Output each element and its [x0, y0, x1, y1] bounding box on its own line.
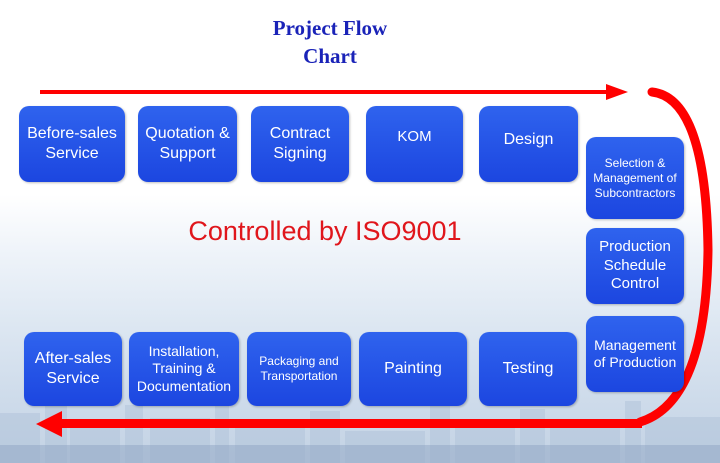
step-after-sales-service: After-sales Service	[24, 332, 122, 406]
step-quotation-support: Quotation & Support	[138, 106, 237, 182]
step-management-of-production: Management of Production	[586, 316, 684, 392]
step-selection-subcontractors: Selection & Management of Subcontractors	[586, 137, 684, 219]
right-curve-arrow	[635, 87, 713, 427]
step-contract-signing: Contract Signing	[251, 106, 349, 182]
title-line-1: Project Flow	[272, 16, 388, 40]
title-line-2: Chart	[303, 44, 357, 68]
step-design: Design	[479, 106, 578, 182]
iso-control-label: Controlled by ISO9001	[188, 216, 462, 246]
page-title: Project Flow Chart	[230, 14, 430, 70]
step-production-schedule-control: Production Schedule Control	[586, 228, 684, 304]
bottom-arrow-head	[36, 411, 62, 437]
step-kom: KOM	[366, 106, 463, 182]
bottom-arrow-line	[60, 419, 642, 428]
step-packaging-transportation: Packaging and Transportation	[247, 332, 351, 406]
step-testing: Testing	[479, 332, 577, 406]
step-installation-training-documentation: Installation, Training & Documentation	[129, 332, 239, 406]
top-arrow-head	[606, 84, 628, 100]
step-painting: Painting	[359, 332, 467, 406]
step-before-sales-service: Before-sales Service	[19, 106, 125, 182]
